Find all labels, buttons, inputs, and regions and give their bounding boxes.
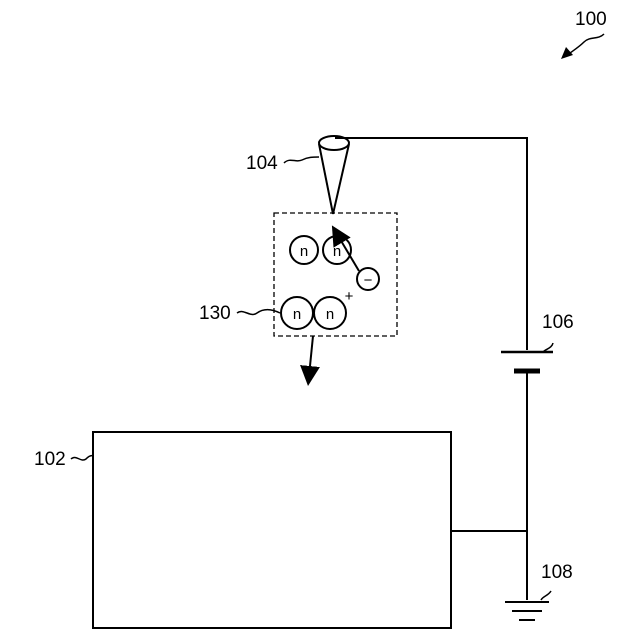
figure-number: 100 (575, 9, 607, 30)
tip-cone (319, 136, 349, 214)
wire-tip-to-source (335, 138, 527, 350)
figure-leader-arrowhead (561, 47, 573, 59)
svg-text:−: − (364, 272, 373, 289)
electron: − (357, 268, 379, 290)
label-ground: 108 (541, 562, 573, 583)
particle-lower-2: n (314, 297, 346, 329)
particle-lower-1: n (281, 297, 313, 329)
svg-text:n: n (326, 306, 334, 323)
label-cluster: 130 (199, 303, 231, 324)
svg-text:n: n (333, 243, 341, 260)
label-power-source: 106 (542, 312, 574, 333)
target-box (93, 432, 451, 628)
cluster-motion-arrow (309, 336, 313, 376)
leader-ground (541, 591, 551, 600)
label-target: 102 (34, 449, 66, 470)
particle-upper-1: n (290, 236, 318, 264)
svg-text:n: n (293, 306, 301, 323)
leader-power-source (543, 343, 553, 352)
svg-text:n: n (300, 243, 308, 260)
figure-leader-line (566, 34, 604, 56)
positive-charge-sign: + (345, 288, 354, 305)
label-tip: 104 (246, 153, 278, 174)
leader-tip (284, 157, 319, 163)
ground-symbol (505, 602, 549, 620)
leader-target (71, 456, 93, 460)
